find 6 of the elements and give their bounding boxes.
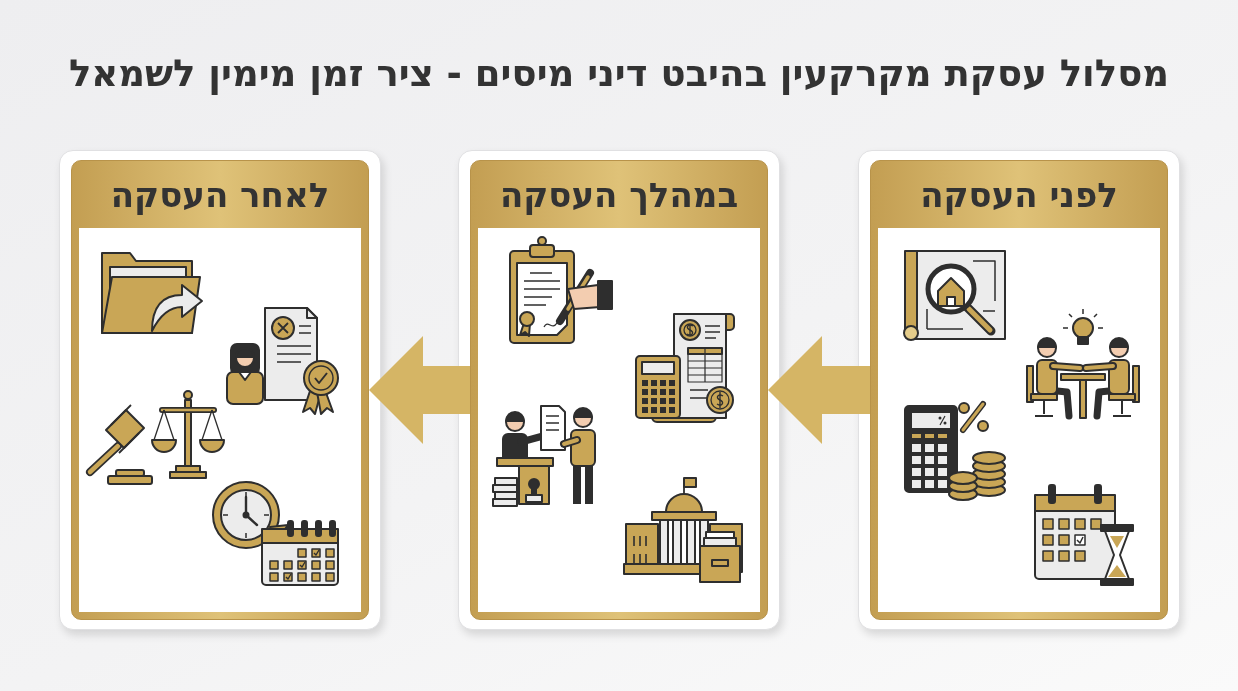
title: מסלול עסקת מקרקעין בהיבט דיני מיסים - ציר זמן מימין לשמאל [68,52,1170,96]
block-arrow [369,336,470,444]
heading: במהלך העסקה [499,175,739,215]
heading: לאחר העסקה [110,175,330,215]
block-arrow [768,336,870,444]
heading: לפני העסקה [920,175,1118,215]
